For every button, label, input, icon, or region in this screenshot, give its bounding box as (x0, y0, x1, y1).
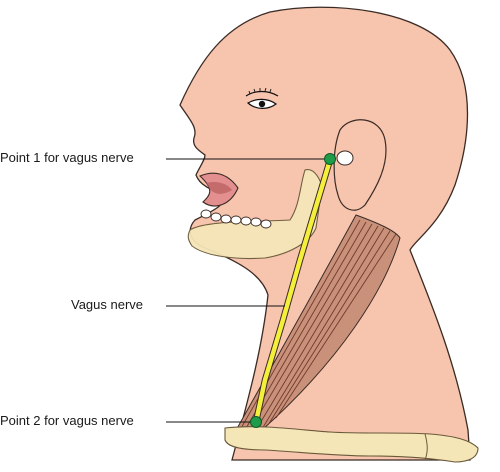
eye-icon (245, 87, 279, 109)
ear (333, 119, 387, 211)
vagus-nerve-fill (253, 157, 333, 425)
mouth-opening (206, 181, 232, 194)
clavicle-joint (424, 433, 428, 461)
ear-canal (336, 150, 354, 166)
vagus-nerve-label: Vagus nerve (71, 297, 144, 312)
clavicle (224, 426, 479, 463)
teeth (200, 209, 272, 229)
point2-label: Point 2 for vagus nerve (0, 413, 134, 428)
green-dot-icon (324, 153, 336, 165)
head-silhouette (179, 6, 471, 461)
point1-label: Point 1 for vagus nerve (0, 150, 134, 165)
green-dot-icon (250, 416, 262, 428)
